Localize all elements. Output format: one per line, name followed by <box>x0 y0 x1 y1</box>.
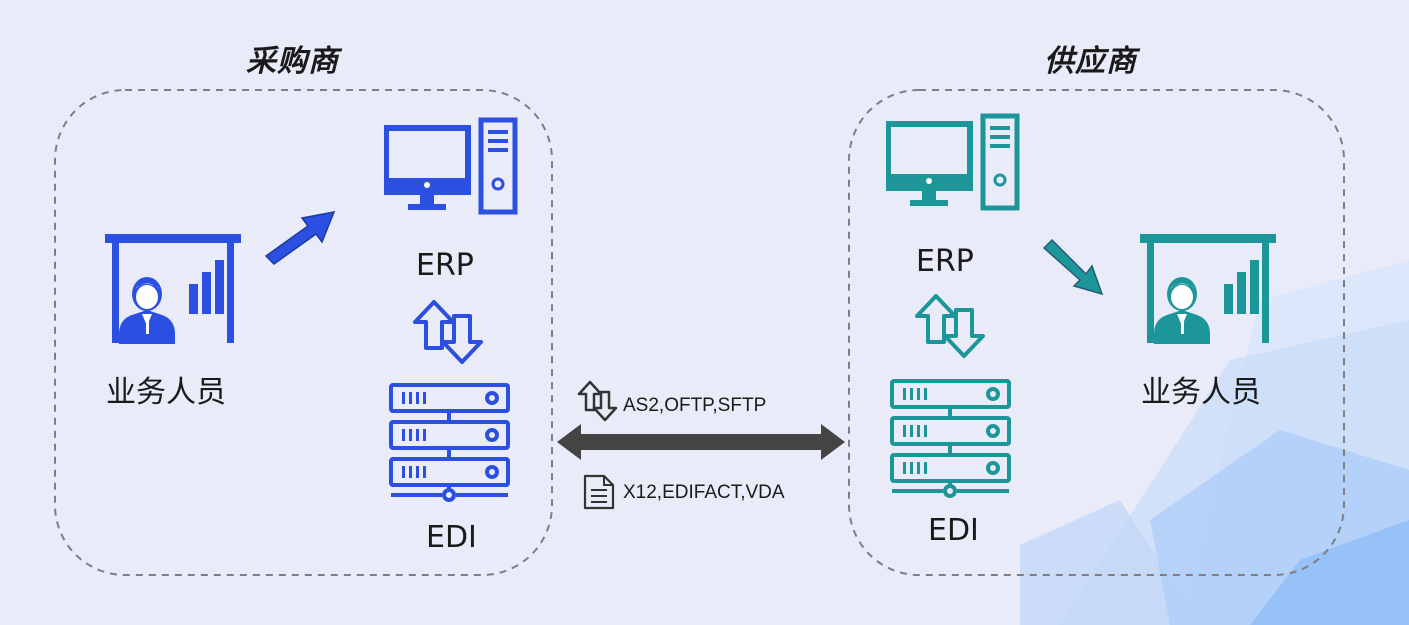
buyer-staff-label: 业务人员 <box>106 375 226 410</box>
document-format-icon <box>583 474 615 510</box>
buyer-erp-computer-icon <box>384 117 518 215</box>
buyer-edi-label: EDI <box>426 520 477 555</box>
protocol-exchange-icon <box>577 380 618 422</box>
buyer-edi-server-icon <box>389 383 510 502</box>
data-exchange-double-arrow <box>557 424 845 460</box>
supplier-sync-arrows-icon <box>915 294 985 358</box>
supplier-erp-label: ERP <box>916 244 974 279</box>
buyer-staff-presentation-icon <box>105 234 241 344</box>
buyer-sync-arrows-icon <box>413 300 483 364</box>
supplier-staff-label: 业务人员 <box>1141 375 1261 410</box>
supplier-edi-server-icon <box>890 379 1011 498</box>
buyer-erp-label: ERP <box>416 248 474 283</box>
format-list: X12,EDIFACT,VDA <box>623 482 785 503</box>
supplier-title: 供应商 <box>1044 44 1137 79</box>
supplier-erp-to-staff-arrow <box>1042 238 1104 296</box>
supplier-staff-presentation-icon <box>1140 234 1276 344</box>
supplier-edi-label: EDI <box>928 513 979 548</box>
protocol-list: AS2,OFTP,SFTP <box>623 395 767 416</box>
supplier-frame <box>848 89 1345 576</box>
supplier-erp-computer-icon <box>886 113 1020 211</box>
buyer-staff-to-erp-arrow <box>264 211 336 265</box>
buyer-frame <box>54 89 553 576</box>
buyer-title: 采购商 <box>246 44 339 79</box>
